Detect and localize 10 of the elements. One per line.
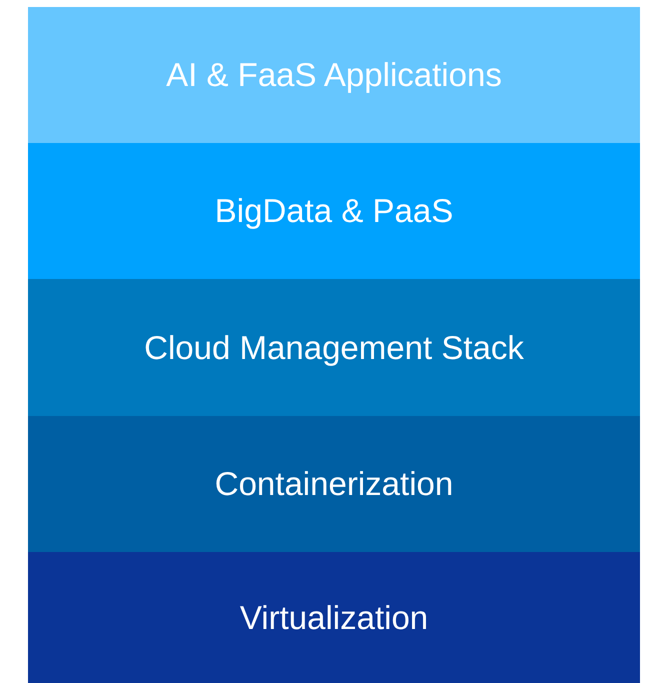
layer-label: AI & FaaS Applications bbox=[166, 56, 502, 94]
layer-band bbox=[28, 279, 640, 416]
layer-label: Containerization bbox=[214, 465, 454, 503]
layer-band bbox=[28, 143, 640, 279]
layer-band bbox=[28, 416, 640, 552]
layer-label: Cloud Management Stack bbox=[144, 328, 524, 366]
layer-label: Virtualization bbox=[240, 598, 428, 636]
layer-band bbox=[28, 7, 640, 143]
layer-label: BigData & PaaS bbox=[214, 192, 454, 230]
layer-band bbox=[28, 552, 640, 683]
